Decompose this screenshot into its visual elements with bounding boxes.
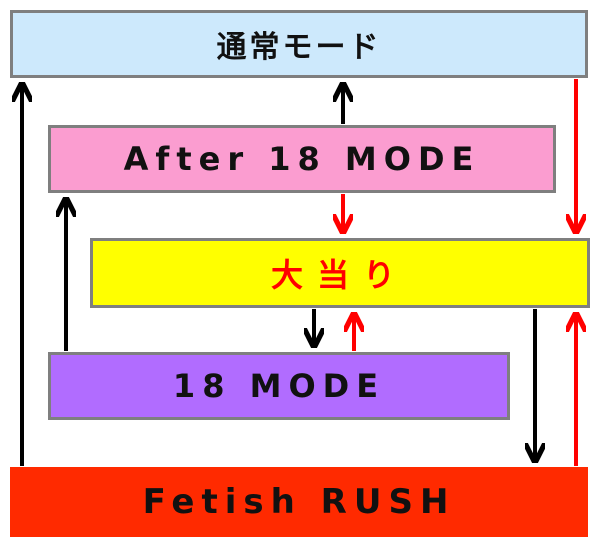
after18-mode-label: After 18 MODE (123, 140, 481, 178)
fetish-rush-box: Fetish RUSH (10, 467, 588, 537)
after18-mode-box: After 18 MODE (48, 125, 556, 193)
fetish-rush-label: Fetish RUSH (142, 482, 456, 522)
mode18-label: 18 MODE (172, 367, 386, 405)
jackpot-box: 大当り (90, 238, 590, 308)
normal-mode-box: 通常モード (10, 10, 588, 78)
mode18-box: 18 MODE (48, 352, 510, 420)
normal-mode-label: 通常モード (216, 30, 382, 65)
jackpot-label: 大当り (270, 256, 409, 294)
